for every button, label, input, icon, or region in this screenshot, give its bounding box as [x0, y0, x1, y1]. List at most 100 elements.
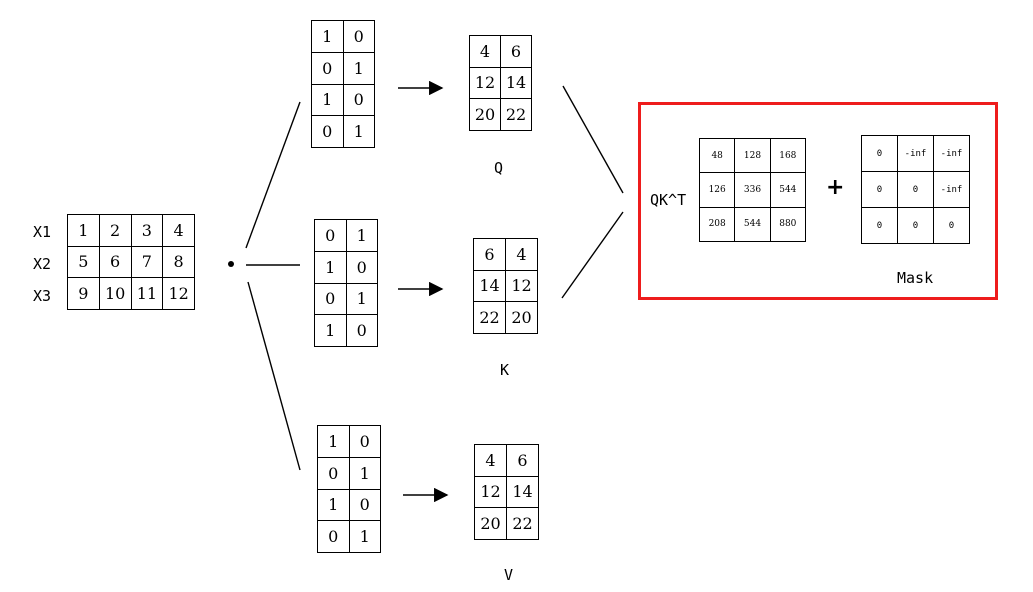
x-matrix-cell: 2 — [98, 214, 132, 247]
wq-matrix-cell: 1 — [311, 20, 344, 53]
wk-matrix-cell: 0 — [314, 282, 347, 316]
wk-matrix-cell: 0 — [314, 219, 347, 252]
label-k: K — [500, 361, 510, 379]
q-matrix-cell: 22 — [500, 98, 532, 131]
wk-matrix-cell: 0 — [345, 250, 378, 284]
v-matrix-cell: 12 — [474, 475, 507, 509]
v-matrix-cell: 6 — [506, 444, 539, 477]
x-matrix-cell: 10 — [98, 277, 132, 310]
mask-matrix-cell: 0 — [897, 207, 934, 244]
qkt-matrix-cell: 208 — [698, 206, 736, 243]
qkt-matrix-cell: 544 — [734, 206, 771, 243]
wq-matrix-cell: 1 — [311, 83, 344, 117]
wq-matrix-cell: 1 — [342, 51, 375, 85]
mask-matrix-cell: -inf — [933, 171, 970, 208]
wk-matrix-cell: 1 — [345, 219, 378, 252]
wv-matrix-cell: 1 — [317, 425, 350, 458]
label-q: Q — [494, 159, 504, 177]
v-matrix-cell: 4 — [474, 444, 507, 477]
q-matrix-cell: 4 — [469, 35, 501, 68]
x-matrix-cell: 11 — [130, 277, 164, 310]
v-matrix-cell: 22 — [506, 507, 539, 540]
x-matrix-cell: 5 — [67, 245, 100, 279]
wq-matrix-cell: 0 — [342, 20, 375, 53]
row-label-x2: X2 — [33, 255, 52, 273]
qkt-matrix-cell: 126 — [698, 172, 736, 208]
label-mask: Mask — [897, 269, 934, 287]
label-qkt: QK^T — [650, 191, 687, 209]
wv-matrix-cell: 0 — [317, 456, 350, 490]
dot-product-operator — [228, 261, 234, 267]
v-matrix-cell: 14 — [506, 475, 539, 509]
qkt-matrix-cell: 48 — [698, 137, 736, 174]
wk-matrix-cell: 1 — [314, 314, 347, 347]
row-label-x1: X1 — [33, 223, 52, 241]
q-matrix-cell: 12 — [469, 66, 501, 100]
branch-line-q — [245, 101, 301, 249]
q-matrix-cell: 14 — [500, 66, 532, 100]
mask-matrix-cell: -inf — [933, 135, 970, 172]
wq-matrix-cell: 1 — [342, 115, 375, 148]
wv-matrix-cell: 1 — [348, 456, 381, 490]
wk-matrix-cell: 0 — [345, 314, 378, 347]
qkt-matrix-cell: 544 — [769, 172, 807, 208]
x-matrix-cell: 6 — [98, 245, 132, 279]
line-q-to-attention — [562, 85, 624, 194]
mask-matrix-cell: -inf — [897, 135, 934, 172]
mask-matrix-cell: 0 — [861, 135, 898, 172]
plus-operator: + — [826, 175, 845, 200]
wq-matrix-cell: 0 — [311, 115, 344, 148]
wv-matrix-cell: 0 — [348, 488, 381, 522]
label-v: V — [504, 566, 514, 584]
k-matrix-cell: 4 — [505, 238, 538, 271]
x-matrix-cell: 4 — [162, 214, 195, 247]
mask-matrix-cell: 0 — [861, 171, 898, 208]
k-matrix-cell: 20 — [505, 301, 538, 334]
v-matrix-cell: 20 — [474, 507, 507, 540]
wv-matrix-cell: 1 — [317, 488, 350, 522]
x-matrix-cell: 12 — [162, 277, 195, 310]
q-matrix-cell: 6 — [500, 35, 532, 68]
attention-highlight-box — [638, 102, 998, 300]
wq-matrix-cell: 0 — [311, 51, 344, 85]
qkt-matrix-cell: 168 — [769, 137, 807, 174]
mask-matrix-cell: 0 — [861, 207, 898, 244]
qkt-matrix-cell: 880 — [769, 206, 807, 243]
mask-matrix-row: 0-inf-inf — [861, 135, 970, 172]
wk-matrix-cell: 1 — [345, 282, 378, 316]
mask-matrix-cell: 0 — [897, 171, 934, 208]
